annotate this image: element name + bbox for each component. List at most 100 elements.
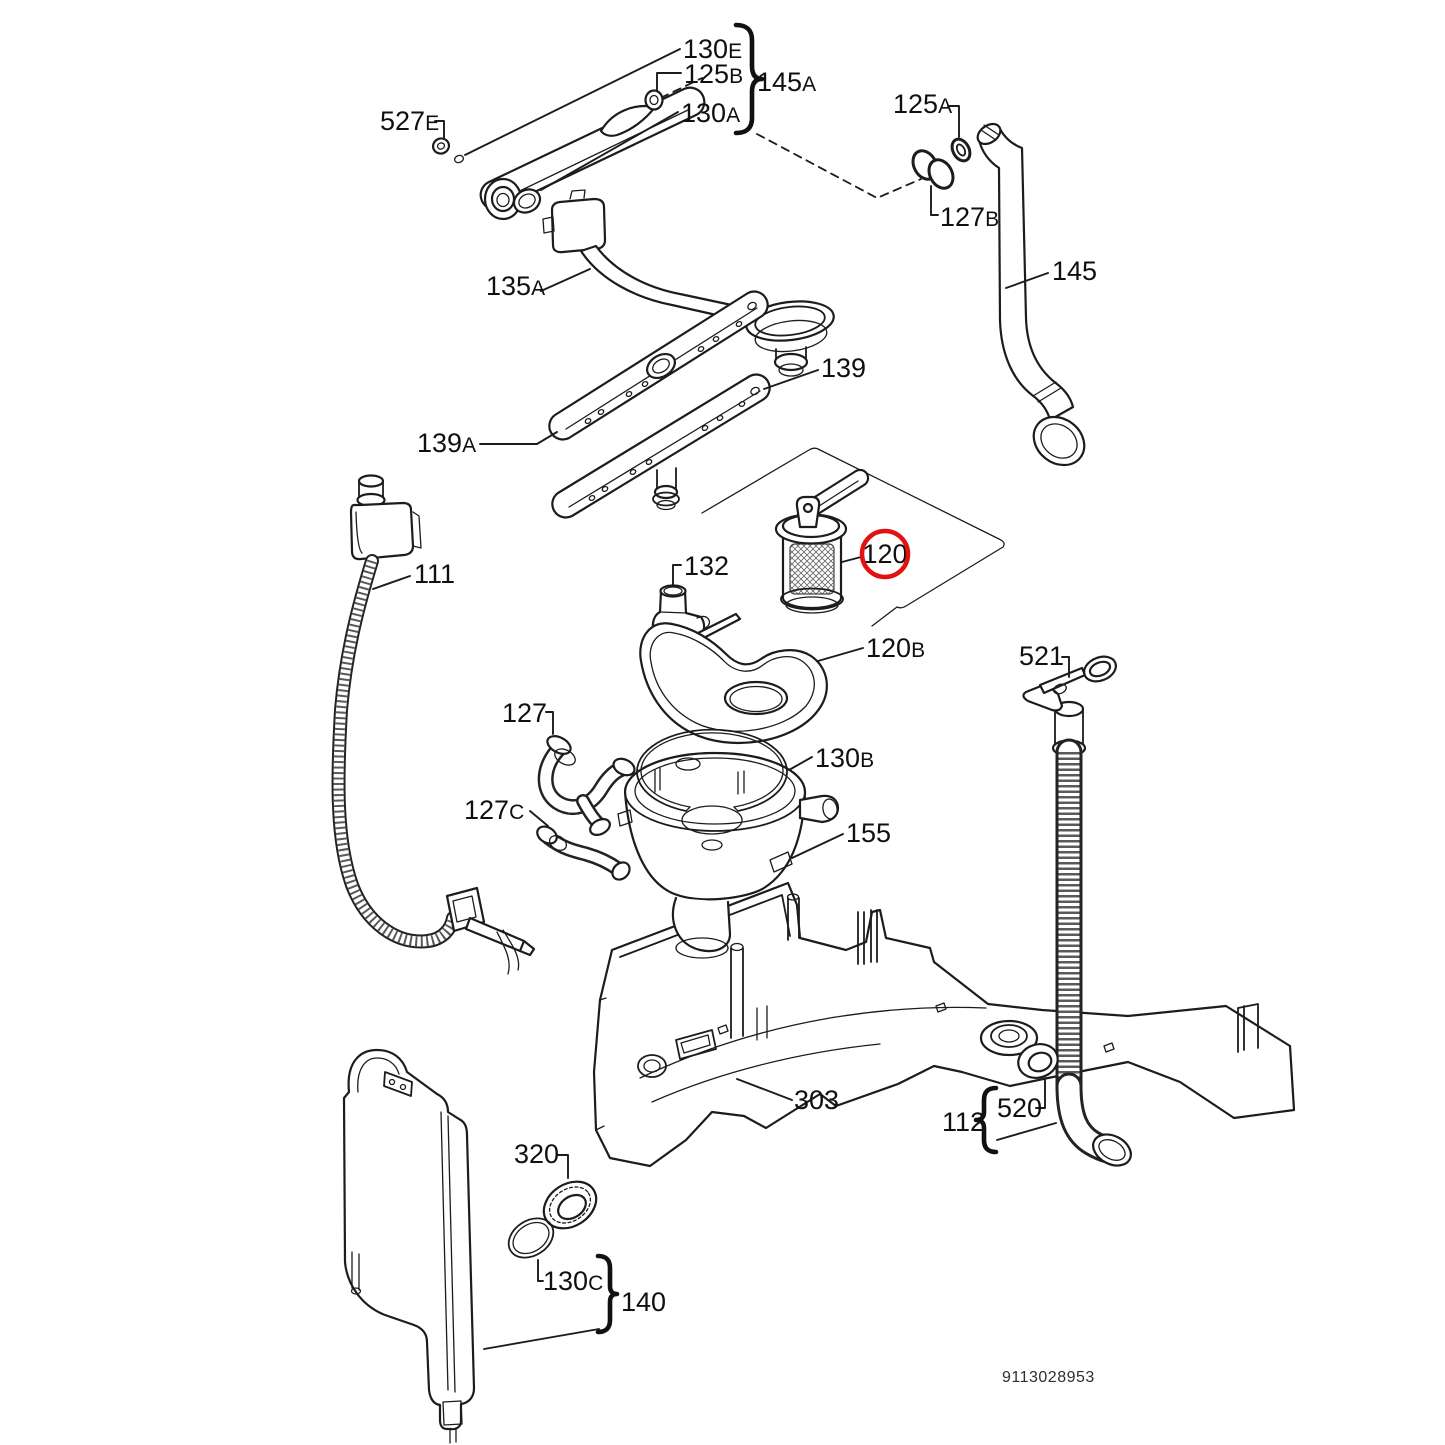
part-label-132: 132 xyxy=(684,551,729,581)
leader-130B xyxy=(788,756,813,771)
leader-303 xyxy=(736,1078,793,1101)
base-boss-center xyxy=(998,1029,1020,1043)
seal-ring-130B xyxy=(636,728,788,812)
highlight-circle-120 xyxy=(859,528,911,580)
leader-139 xyxy=(763,369,819,390)
part-label-145: 145 xyxy=(1052,256,1097,286)
leader-155 xyxy=(791,833,844,859)
part-label-527E: 527E xyxy=(380,106,439,136)
leader-135A xyxy=(540,268,591,292)
leader-130C xyxy=(537,1259,544,1282)
brace-140 xyxy=(595,1253,620,1335)
filter-mesh xyxy=(789,543,835,595)
feed-duct-stem-end xyxy=(778,363,804,377)
hose-127C-body xyxy=(549,838,618,869)
leader-120B xyxy=(817,647,864,662)
key-handle xyxy=(1038,666,1087,695)
grommet-inner xyxy=(1027,1051,1053,1073)
part-label-139A: 139A xyxy=(417,428,476,458)
filter-bottom-ring xyxy=(785,596,839,614)
oring-130A-inner xyxy=(518,193,536,209)
base-left-flange-lines xyxy=(595,997,607,1131)
sump-bowl xyxy=(623,751,807,901)
valve-132-detail xyxy=(659,611,711,630)
feed-duct-clips xyxy=(542,189,586,234)
sump-rim-outer xyxy=(624,752,806,832)
part-label-130C: 130C xyxy=(543,1266,603,1296)
oring-130C-outer xyxy=(507,1217,555,1259)
leader-521 xyxy=(1061,656,1070,678)
sump-outlet-end xyxy=(675,937,729,959)
sump-heater-ring xyxy=(681,805,743,835)
base-standpipes xyxy=(857,909,878,965)
washer-small xyxy=(453,154,465,164)
upper-spray-arm-nozzle xyxy=(599,105,657,137)
hose-111-connector-inner xyxy=(452,895,477,923)
sump-rim-inner xyxy=(634,757,796,825)
hose-127 xyxy=(544,735,636,837)
part-label-120B: 120B xyxy=(866,633,925,663)
drain-hose-assembly xyxy=(1017,700,1132,1167)
part-label-520: 520 xyxy=(997,1093,1042,1123)
leader-112-group xyxy=(996,1122,1057,1141)
service-key-521 xyxy=(1022,655,1117,712)
oring-125A-inner xyxy=(955,143,967,157)
flat-filter-outline xyxy=(639,622,828,745)
part-label-139: 139 xyxy=(821,353,866,383)
base-pillar-1 xyxy=(787,897,800,941)
part-label-130A: 130A xyxy=(681,98,740,128)
seal-130B-outer xyxy=(636,728,788,812)
part-label-130B: 130B xyxy=(815,743,874,773)
panel-hinge-plate xyxy=(383,1071,413,1097)
key-blade xyxy=(1022,682,1064,712)
base-slot-inner xyxy=(680,1034,711,1054)
sump-inner-pins xyxy=(654,767,745,795)
nut-527E-hole xyxy=(436,142,446,150)
panel-arch-inner xyxy=(357,1057,400,1093)
hose-127C-left-port xyxy=(536,825,558,845)
panel-bottom-foot xyxy=(442,1400,463,1444)
filter-bottom-rim xyxy=(780,587,844,611)
base-floor-ridge-2 xyxy=(651,1043,881,1103)
spray-arm-hub-center xyxy=(496,192,510,208)
feed-duct-flange-inner xyxy=(754,305,826,337)
oring-125B xyxy=(644,89,664,111)
feed-duct-head xyxy=(550,197,607,254)
base-hole-inner xyxy=(643,1059,661,1073)
part-label-127B: 127B xyxy=(940,202,999,232)
panel-left-foot-end xyxy=(350,1287,362,1295)
base-hole xyxy=(637,1054,667,1078)
part-label-127: 127 xyxy=(502,698,547,728)
hose-111-probe xyxy=(464,916,536,957)
flat-filter-inner-line xyxy=(649,631,815,732)
base-pillar-1-top xyxy=(786,893,800,901)
part-label-125A: 125A xyxy=(893,89,952,119)
leader-130E xyxy=(464,48,681,156)
part-label-135A: 135A xyxy=(486,271,545,301)
sump-outlet xyxy=(671,896,732,953)
leader-127 xyxy=(545,711,554,735)
leader-145 xyxy=(1005,272,1049,289)
leader-130A xyxy=(540,111,679,191)
sump-assembly-155 xyxy=(617,751,840,959)
leader-139A xyxy=(479,431,558,445)
oring-125A xyxy=(950,137,972,163)
part-label-145A: 145A xyxy=(757,67,816,97)
oring-125B-inner xyxy=(649,94,659,106)
pressure-switch-hose-assembly xyxy=(338,474,536,975)
leader-125B xyxy=(656,72,682,92)
feed-duct-assembly xyxy=(542,189,835,377)
leader-111 xyxy=(372,575,411,590)
spray-arm-139A-holes xyxy=(584,301,757,424)
spray-arm-139-stub-ring2 xyxy=(656,499,676,511)
assembly-dashed-line xyxy=(756,133,922,199)
hose-127C-collar xyxy=(548,835,568,851)
hose-111-chamber xyxy=(349,501,415,561)
tube-145-knurl xyxy=(980,124,1000,141)
base-right-tab xyxy=(1237,1003,1259,1053)
fine-filter-120 xyxy=(774,468,870,614)
seal-320-inner xyxy=(557,1193,587,1221)
tube-145 xyxy=(977,127,1075,422)
sump-right-port xyxy=(798,794,840,824)
part-label-320: 320 xyxy=(514,1139,559,1169)
